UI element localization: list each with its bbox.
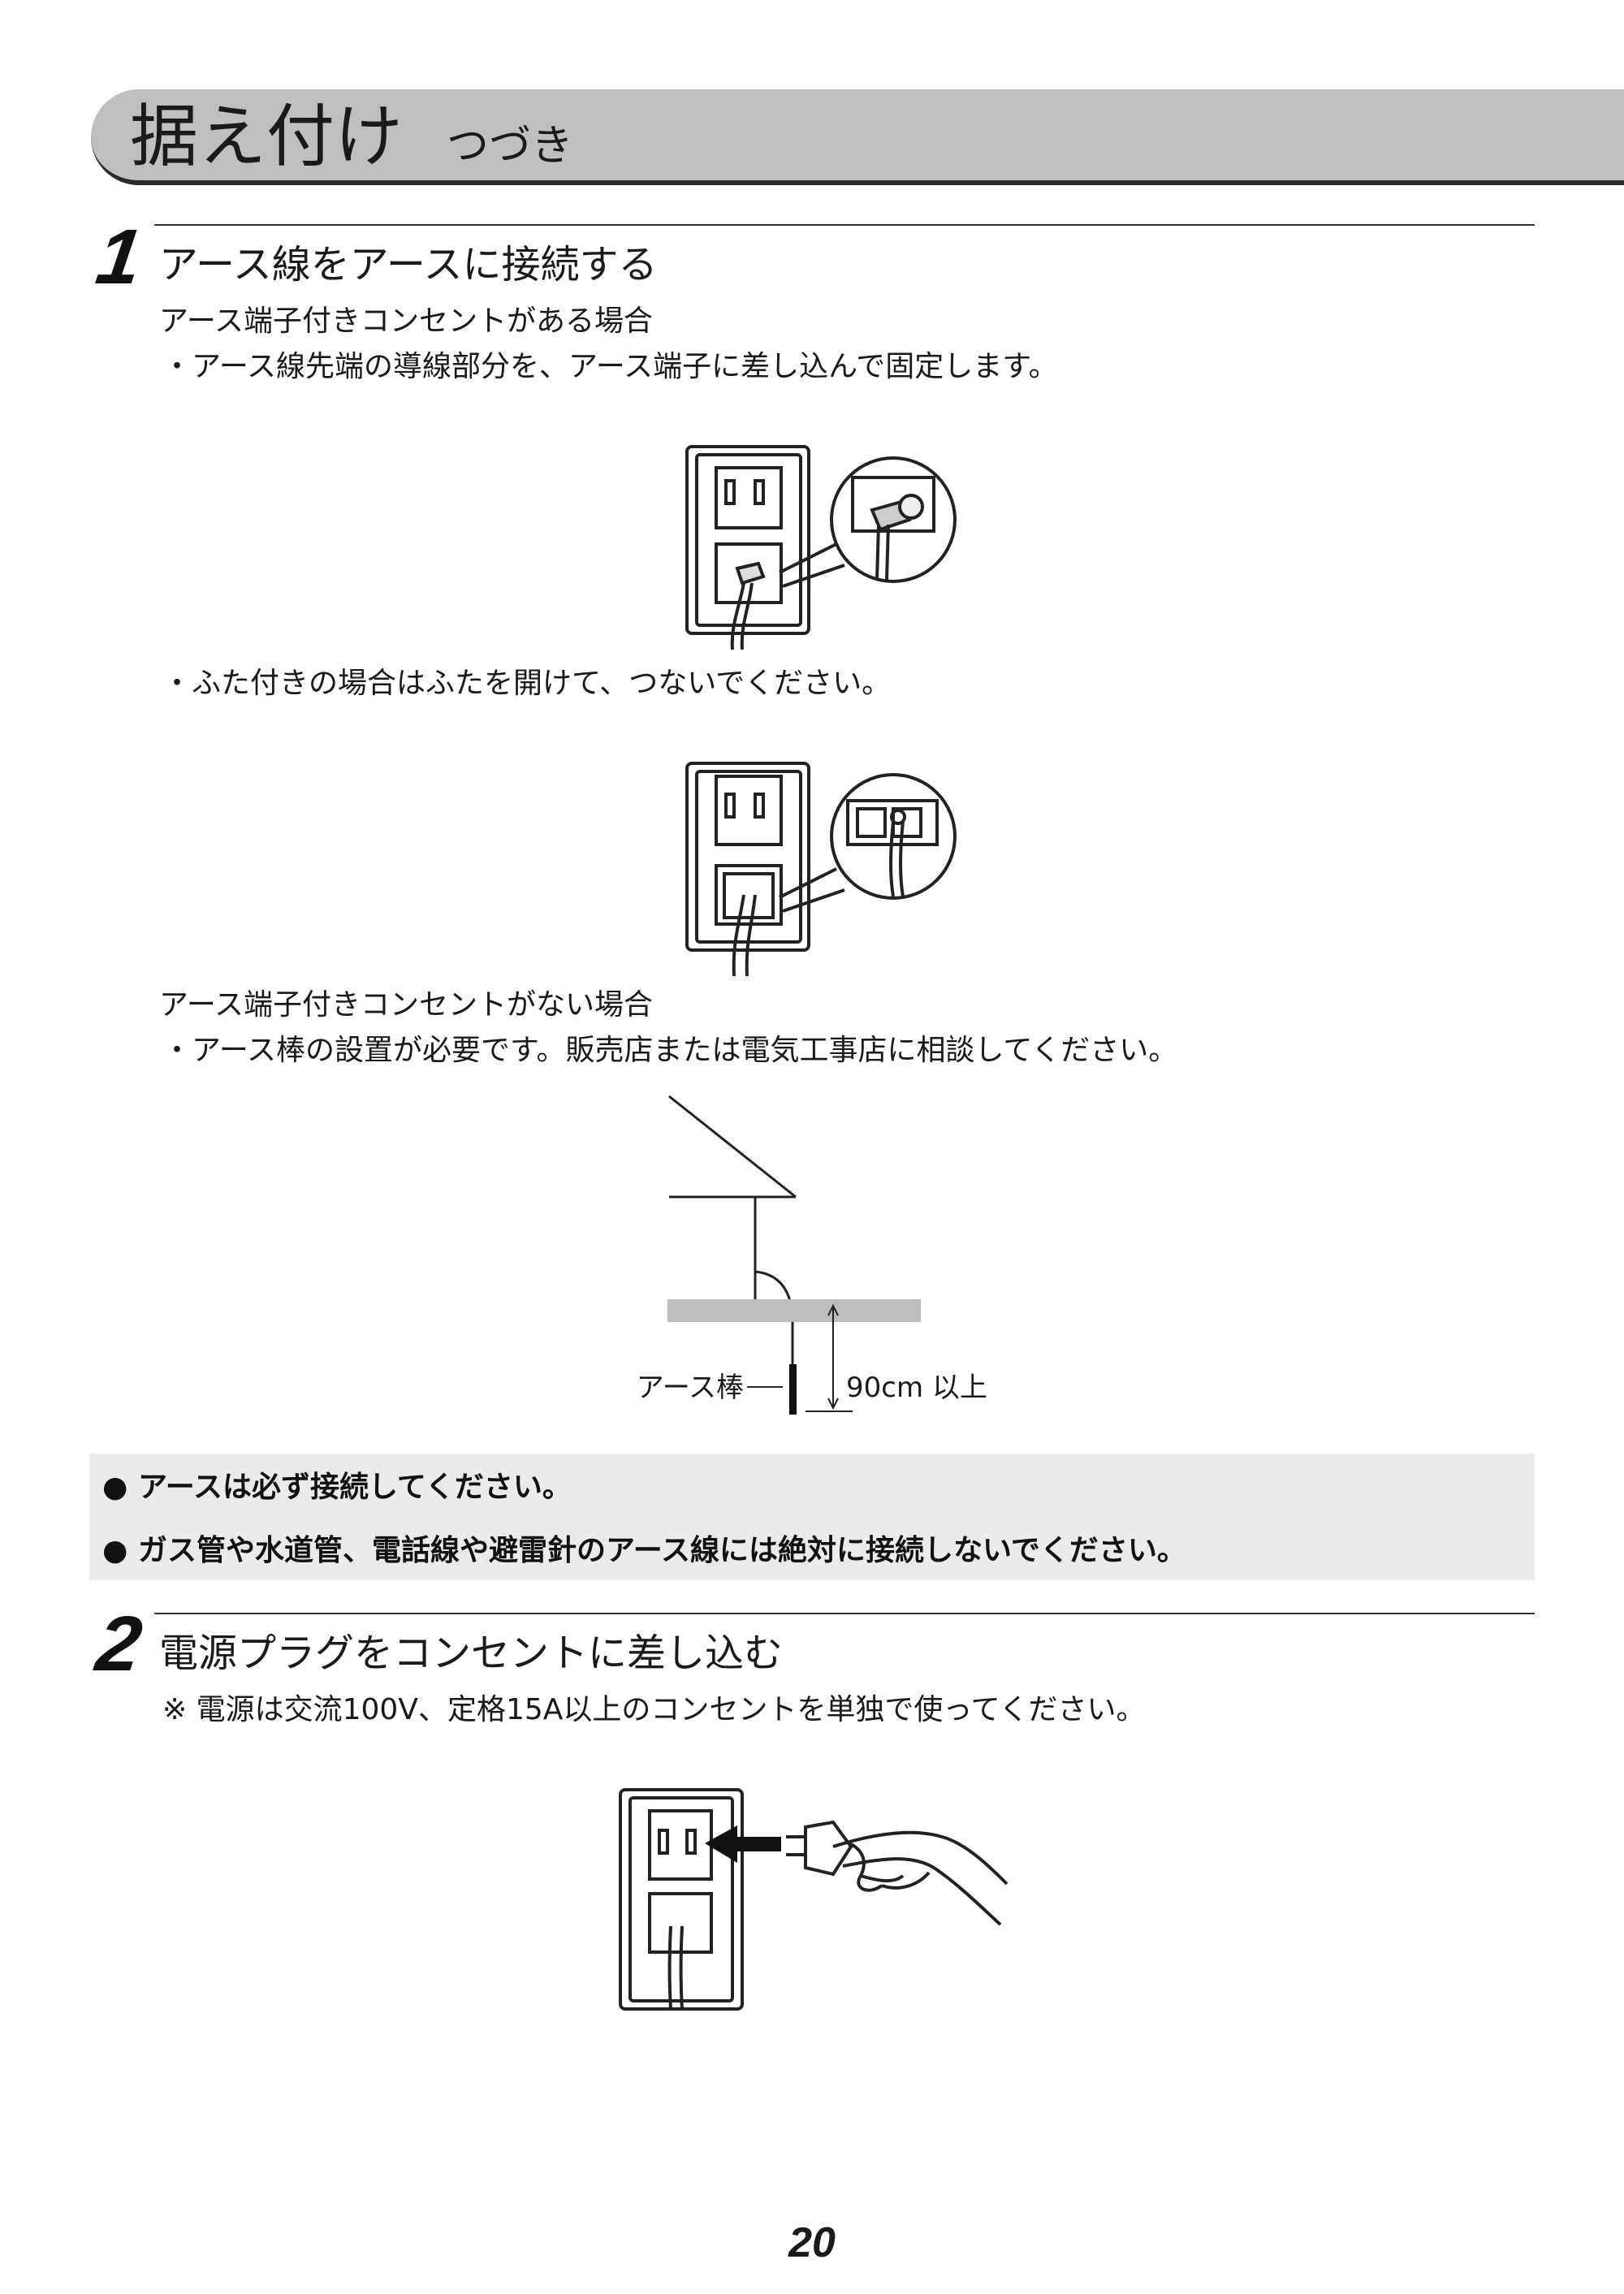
section-header-band [91, 89, 1624, 185]
with-terminal-bullet-2: ・ふた付きの場合はふたを開けて、つないでください。 [162, 667, 892, 700]
plug-insertion-illustration [619, 1788, 1009, 2011]
page-number: 20 [788, 2219, 836, 2266]
step2-note: ※ 電源は交流100V、定格15A以上のコンセントを単独で使ってください。 [162, 1693, 1146, 1726]
step2-number: 2 [91, 1601, 147, 1687]
ground-surface [667, 1299, 921, 1322]
with-terminal-heading: アース端子付きコンセントがある場合 [159, 305, 654, 338]
without-terminal-bullet-1: ・アース棒の設置が必要です。販売店または電気工事店に相談してください。 [162, 1034, 1178, 1067]
step1-rule [154, 224, 1535, 226]
arrow-icon [705, 1825, 781, 1863]
step2-rule [154, 1613, 1535, 1614]
step1-title: アース線をアースに接続する [159, 242, 658, 287]
page-subtitle: つづき [447, 122, 574, 171]
ground-rod-label: アース棒 [637, 1372, 744, 1404]
ground-rod-diagram: アース棒 90cm 以上 [637, 1095, 987, 1415]
step1-number: 1 [91, 214, 147, 300]
ground-rod [789, 1364, 797, 1415]
with-terminal-bullet-1: ・アース線先端の導線部分を、アース端子に差し込んで固定します。 [162, 350, 1058, 383]
outlet-with-lid-illustration [685, 762, 957, 977]
page-title: 据え付け [130, 97, 404, 176]
warning-box [89, 1454, 1535, 1580]
outlet-ground-terminal-illustration [685, 445, 957, 650]
without-terminal-heading: アース端子付きコンセントがない場合 [159, 988, 654, 1022]
step2-title: 電源プラグをコンセントに差し込む [159, 1631, 784, 1676]
warning-item: ● ガス管や水道管、電話線や避雷針のアース線には絶対に接続しないでください。 [102, 1534, 1186, 1567]
warning-item: ● アースは必ず接続してください。 [102, 1471, 572, 1504]
depth-label: 90cm 以上 [846, 1372, 987, 1404]
